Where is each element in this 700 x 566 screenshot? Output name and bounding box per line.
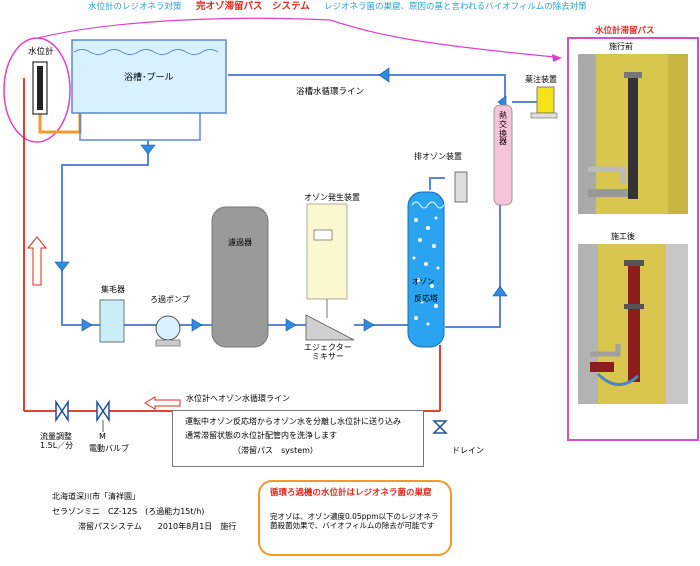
filter-tank xyxy=(211,206,269,348)
water-gauge-highlight xyxy=(3,37,71,143)
note-line-3: （滞留パス system） xyxy=(233,446,318,455)
reaction-tank-label: 反応塔 xyxy=(414,294,438,303)
note-line-2: 通常滞留状態の水位計配管内を洗浄します xyxy=(185,431,337,440)
motor-mark: M xyxy=(99,432,106,441)
ozone-water-line-label: 水位計へオゾン水循環ライン xyxy=(186,394,290,403)
reaction-bubbles xyxy=(412,216,440,326)
photo-panel: 水位計滞留パス 施行前 施工後 xyxy=(567,26,699,441)
gauge-orange-pipe xyxy=(38,112,82,134)
filter-label: 濾過器 xyxy=(228,238,252,247)
install-line-3: 滞留パスシステム 2010年8月1日 施行 xyxy=(78,522,237,531)
after-photo xyxy=(578,244,688,404)
ejector-mixer xyxy=(305,314,355,341)
chemical-injector-label: 薬注装置 xyxy=(525,75,557,84)
upward-flow-arrow xyxy=(26,236,48,286)
hair-catcher xyxy=(99,299,125,343)
header-right-text: レジオネラ菌の巣窟、原因の基と言われるバイオフィルムの除去対策 xyxy=(324,2,587,12)
photo-panel-title: 水位計滞留パス xyxy=(595,26,655,36)
ozone-marker-label: オゾン xyxy=(412,277,435,286)
heat-exchanger-label: 熱交換器 xyxy=(499,111,507,147)
ozone-generator-label: オゾン発生装置 xyxy=(304,193,360,202)
legionella-callout: 循環ろ過機の水位計はレジオネラ菌の巣窟 完オゾは、オゾン濃度0.05ppm以下の… xyxy=(258,480,452,556)
header-center-title: 完オゾ滞留パス システム xyxy=(196,1,310,12)
ejector-label: エジェクター ミキサー xyxy=(304,343,352,362)
tub-pool-tank xyxy=(71,39,227,114)
ozone-generator xyxy=(306,203,348,300)
drain-label: ドレイン xyxy=(452,446,484,455)
install-line-1: 北海道深川市「清祥園」 xyxy=(52,492,140,501)
water-gauge-label: 水位計 xyxy=(28,47,54,57)
header-left-text: 水位計のレジオネラ対策 xyxy=(88,2,182,12)
ozone-exhaust-device xyxy=(454,171,468,203)
motor-valve-label: 電動バルブ xyxy=(89,444,129,453)
callout-title: 循環ろ過機の水位計はレジオネラ菌の巣窟 xyxy=(270,488,432,498)
install-line-2: セラゾンミニ CZ-12S (ろ過能力15t/h) xyxy=(52,507,205,516)
leftward-flow-arrow xyxy=(144,396,181,410)
filter-pump xyxy=(155,315,181,341)
reaction-tank xyxy=(407,191,445,348)
valves xyxy=(55,399,448,434)
filter-pump-label: ろ過ポンプ xyxy=(150,295,190,304)
callout-body: 完オゾは、オゾン濃度0.05ppm以下のレジオネラ菌殺菌効果で、バイオフィルムの… xyxy=(270,512,439,531)
before-photo xyxy=(578,54,688,214)
hair-catcher-label: 集毛器 xyxy=(101,285,125,294)
flow-markers xyxy=(54,67,508,332)
flow-adjust-label: 流量調整 1.5L／分 xyxy=(40,432,74,451)
heat-exchanger xyxy=(493,104,513,206)
before-label: 施行前 xyxy=(609,42,633,51)
tub-pool-label: 浴槽･プール xyxy=(124,73,174,83)
highlight-pointer-arrow xyxy=(552,54,562,62)
ozone-exhaust-label: 排オゾン装置 xyxy=(414,152,462,161)
after-label: 施工後 xyxy=(611,232,635,241)
circulation-line-label: 浴槽水循環ライン xyxy=(296,87,365,97)
operation-note-box: 運転中オゾン反応塔からオゾン水を分離し水位計に送り込み 通常滞留状態の水位計配管… xyxy=(172,410,424,467)
highlight-pointer-line xyxy=(37,17,556,58)
chemical-injector xyxy=(536,86,555,114)
note-line-1: 運転中オゾン反応塔からオゾン水を分離し水位計に送り込み xyxy=(185,417,401,426)
